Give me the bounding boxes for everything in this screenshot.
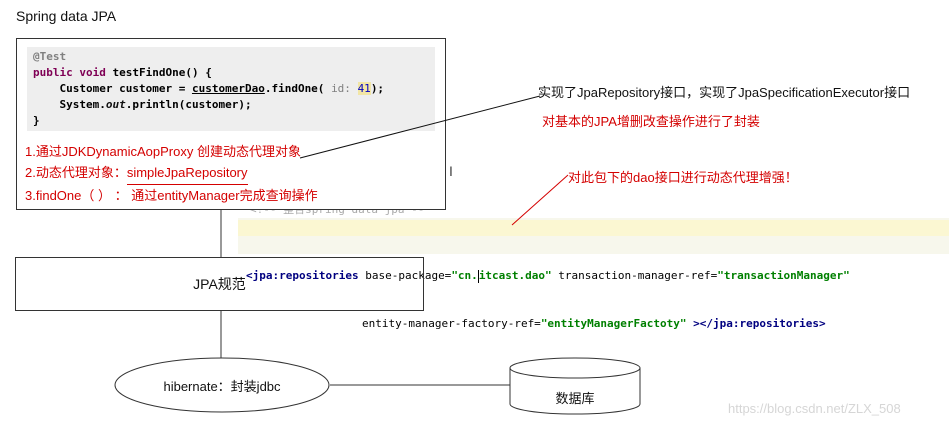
xml-open-tag: <jpa:repositories — [246, 269, 359, 282]
ibeam-cursor-icon: I — [449, 163, 453, 179]
param-hint: id: — [331, 82, 351, 95]
hibernate-label: hibernate：封装jdbc — [163, 379, 281, 394]
note-step-2-value: simpleJpaRepository — [126, 162, 248, 185]
xml-attr-base-package: base-package= — [358, 269, 452, 282]
note-step-3: 3.findOne（ ） ： 通过entityManager完成查询操作 — [25, 188, 318, 203]
code-panel: @Test public void testFindOne() { Custom… — [16, 38, 446, 210]
assign-operator: = — [172, 82, 192, 95]
xml-attr-transaction: transaction-manager-ref= — [551, 269, 718, 282]
xml-val-emf: "entityManagerFactoty" — [540, 317, 687, 330]
xml-cut-line: <!-- 整合spring data jpa --> — [250, 210, 430, 216]
system-ref: System. — [59, 98, 106, 111]
proxy-enhance-note: 对此包下的dao接口进行动态代理增强！ — [568, 170, 798, 185]
note-step-2: 2.动态代理对象：simpleJpaRepository — [25, 162, 318, 185]
xml-val-base-package-a: "cn. — [451, 269, 478, 282]
proxy-notes: 1.通过JDKDynamicAopProxy 创建动态代理对象 2.动态代理对象… — [25, 141, 318, 206]
repository-note: 实现了JpaRepository接口，实现了JpaSpecificationEx… — [538, 85, 911, 100]
diagram-title: Spring data JPA — [16, 8, 117, 24]
find-one-call: .findOne( — [264, 82, 332, 95]
id-value: 41 — [357, 82, 371, 95]
call-end: ); — [370, 82, 385, 95]
repository-pointer-line — [299, 95, 541, 159]
crud-note: 对基本的JPA增删改查操作进行了封装 — [542, 114, 760, 129]
note-step-1: 1.通过JDKDynamicAopProxy 创建动态代理对象 — [25, 144, 301, 159]
xml-close-tag: </jpa:repositories> — [699, 317, 826, 330]
method-signature: testFindOne() { — [105, 66, 212, 79]
out-field: out — [105, 98, 126, 111]
watermark: https://blog.csdn.net/ZLX_508 — [728, 401, 901, 416]
xml-open-end: > — [686, 317, 700, 330]
jpa-spec-box: JPA规范 — [15, 257, 424, 311]
jpa-spec-label: JPA规范 — [193, 276, 246, 292]
database-cylinder-top — [509, 357, 641, 379]
customer-declaration: Customer customer — [59, 82, 173, 95]
xml-config-block: <jpa:repositories base-package="cn.itcas… — [238, 218, 949, 330]
java-code-block: @Test public void testFindOne() { Custom… — [27, 47, 435, 131]
xml-attr-emf: entity-manager-factory-ref= — [362, 317, 541, 330]
xml-line-highlight — [238, 220, 949, 236]
hibernate-ellipse — [114, 357, 330, 413]
package-pointer-line — [511, 174, 569, 226]
code-keyword: public void — [33, 66, 106, 79]
customer-dao-ref: customerDao — [191, 82, 265, 95]
database-cylinder-body — [509, 368, 641, 415]
xml-val-base-package-b: itcast.dao" — [478, 269, 552, 282]
xml-line-1: <jpa:repositories base-package="cn.itcas… — [246, 268, 941, 284]
println-call: .println(customer); — [125, 98, 252, 111]
xml-line-2: entity-manager-factory-ref="entityManage… — [246, 316, 941, 332]
test-annotation: @Test — [33, 50, 67, 63]
xml-val-transaction: "transactionManager" — [717, 269, 850, 282]
closing-brace: } — [33, 114, 40, 127]
database-label: 数据库 — [555, 391, 595, 406]
text-cursor — [477, 269, 479, 283]
note-step-2-label: 2.动态代理对象： — [25, 165, 127, 180]
